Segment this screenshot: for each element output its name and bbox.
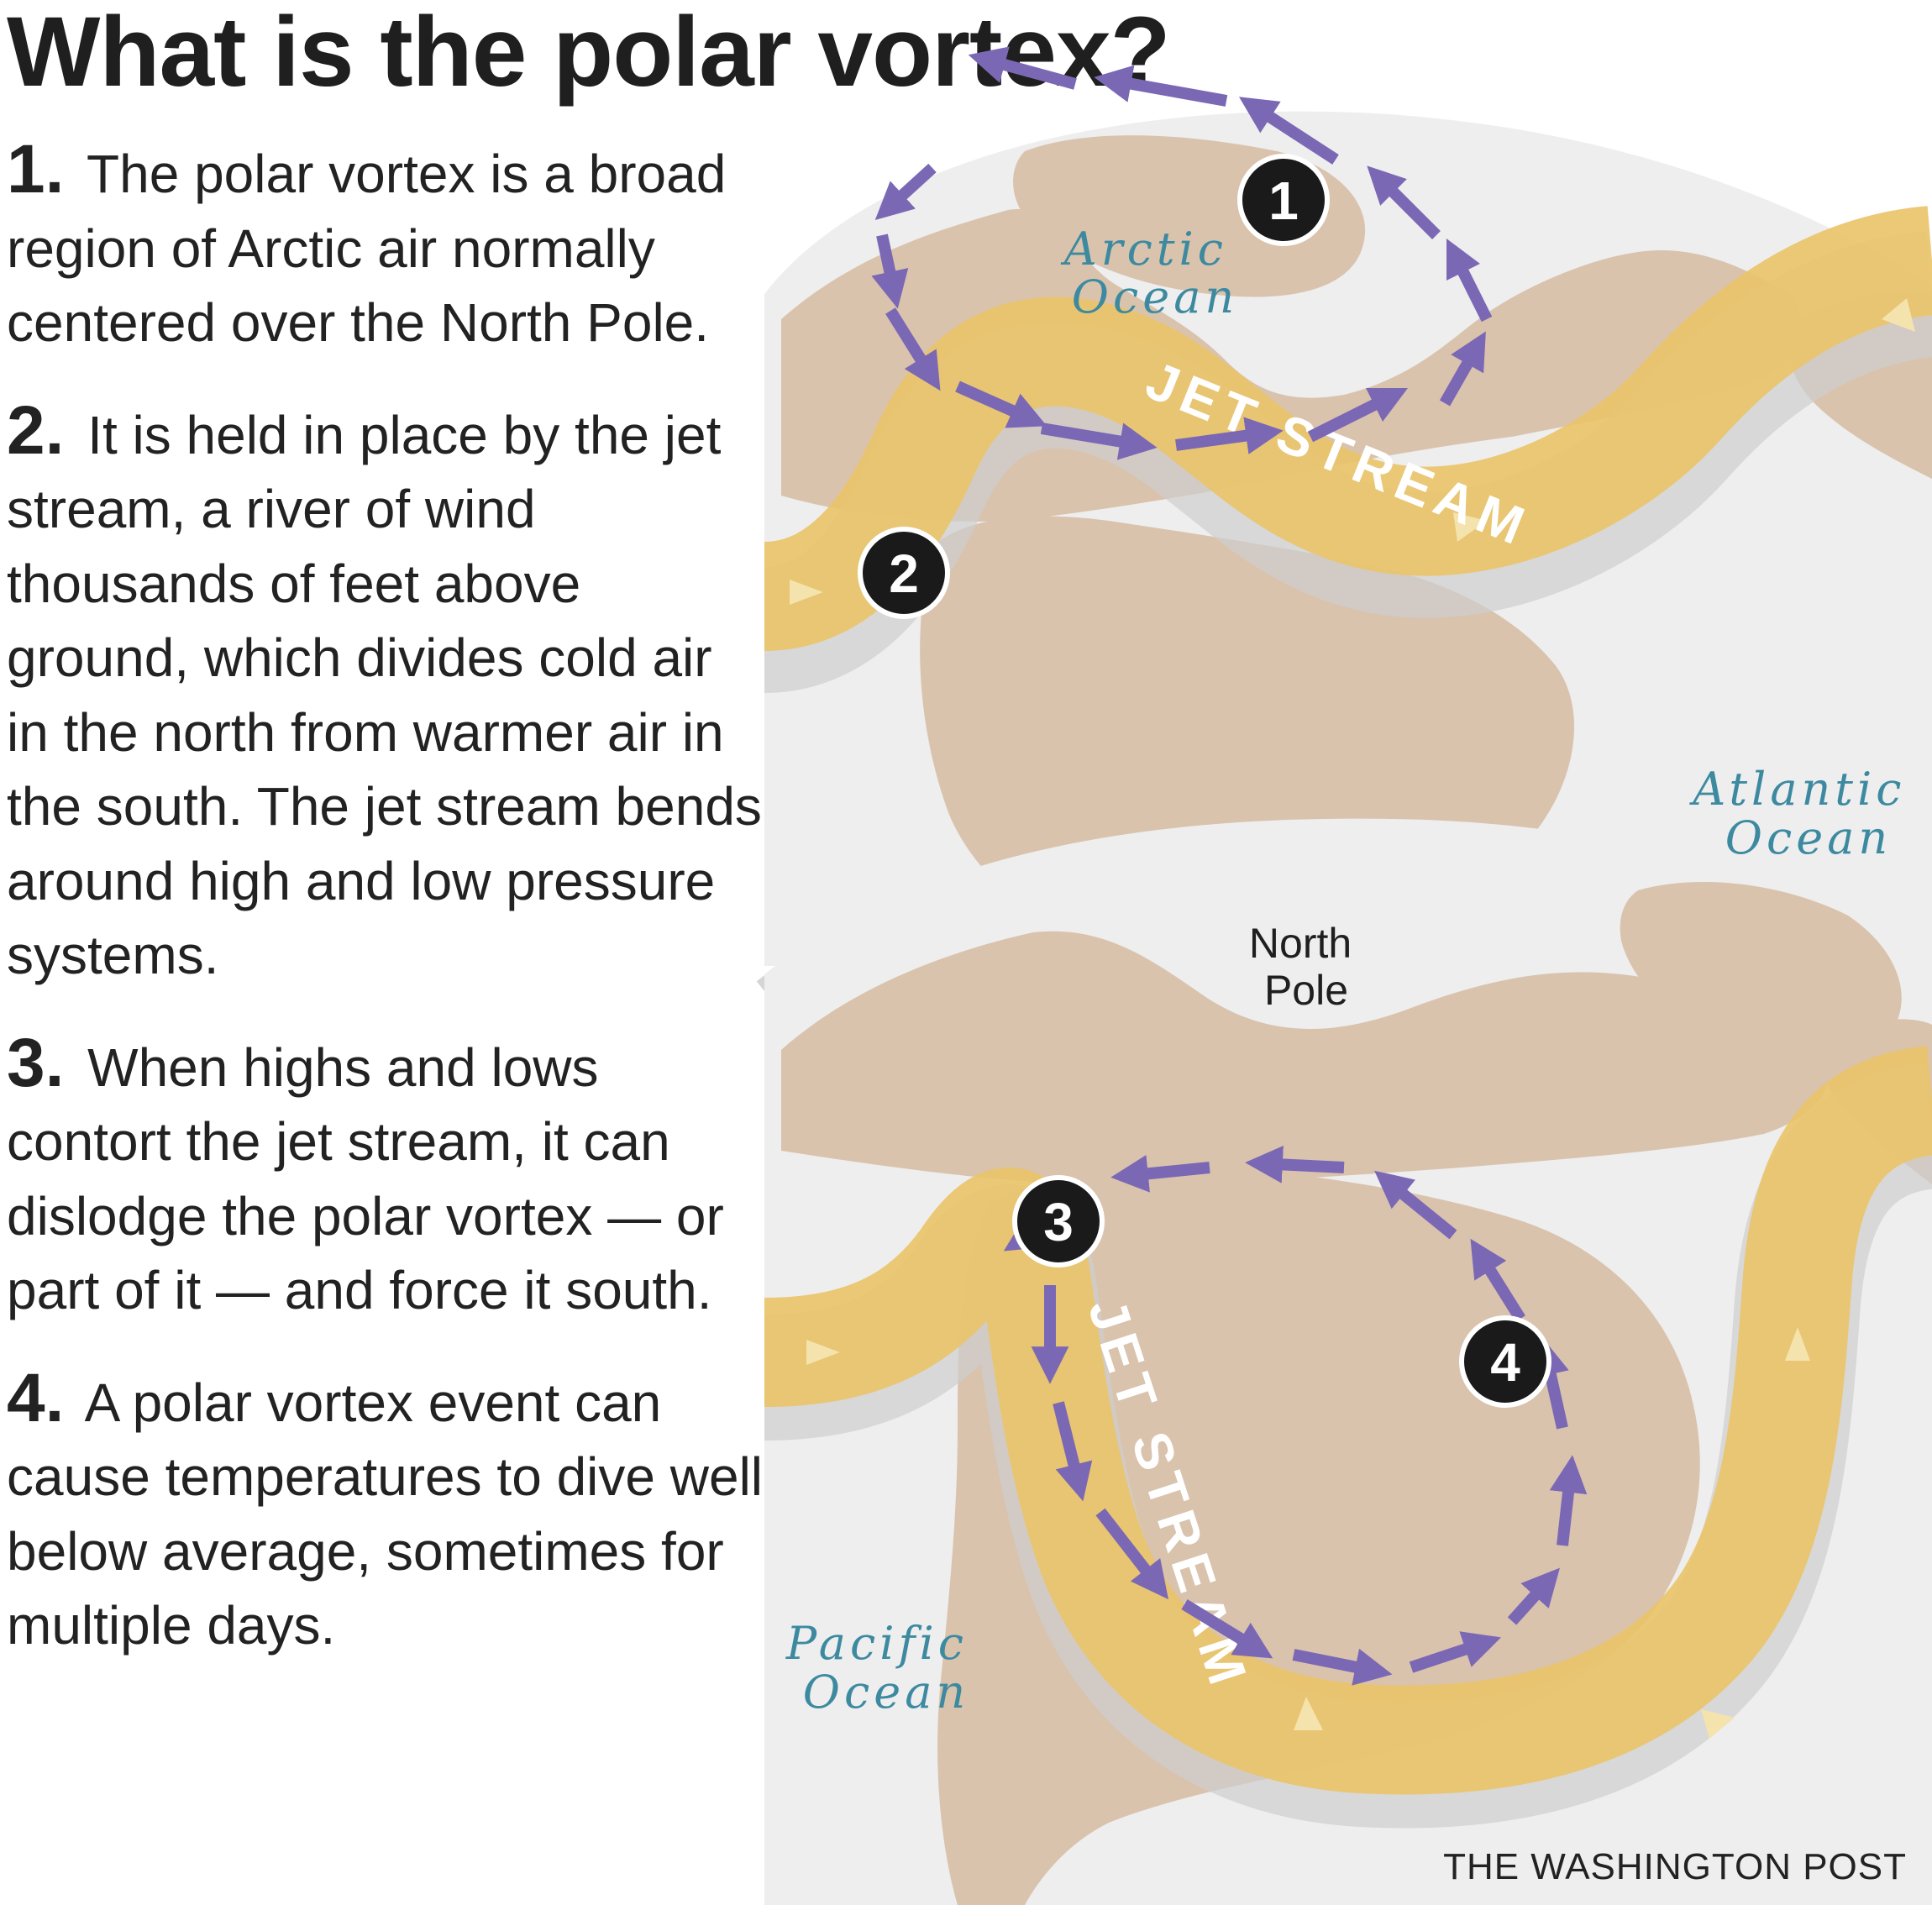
arctic-ocean-label-line1: Arctic <box>1060 223 1227 276</box>
pacific-ocean-label-line2: Ocean <box>803 1666 969 1719</box>
step-number: 2. <box>7 391 65 469</box>
jet-flow-arrow <box>806 1340 840 1365</box>
step-number: 1. <box>7 131 65 207</box>
top-vortex-arrows <box>871 46 1493 460</box>
vortex-arrow <box>1040 422 1158 460</box>
bottom-jet-stream-band <box>764 1046 1932 1795</box>
vortex-arrow <box>1181 1599 1273 1659</box>
vortex-arrow <box>968 46 1077 90</box>
arctic-ocean-label-line2: Ocean <box>1072 270 1238 323</box>
badge-1: 1 <box>1237 154 1330 246</box>
badge-number: 3 <box>1043 1192 1074 1252</box>
top-jet-stream-band <box>761 206 1932 651</box>
step-number: 4. <box>7 1359 65 1436</box>
jet-flow-arrow <box>790 580 823 605</box>
north-pole-label-line2: Pole <box>1264 967 1348 1014</box>
vortex-arrow <box>1470 1238 1525 1322</box>
vortex-arrow <box>1110 1155 1210 1193</box>
vortex-arrow <box>1549 1455 1588 1546</box>
jet-flow-arrow <box>1294 1697 1323 1730</box>
vortex-arrow <box>1245 1145 1345 1183</box>
badge-number: 2 <box>889 543 919 604</box>
step-text: When highs and lows contort the jet stre… <box>7 1036 724 1321</box>
vortex-arrow <box>1053 1401 1093 1502</box>
vortex-arrow <box>1095 1508 1169 1600</box>
pacific-ocean-label-line1: Pacific <box>785 1617 968 1670</box>
north-pole-label-line1: North <box>1249 920 1352 967</box>
vortex-arrow <box>1446 238 1493 323</box>
step-text: The polar vortex is a broad region of Ar… <box>7 144 727 353</box>
vortex-arrow <box>1238 97 1339 165</box>
step-text: A polar vortex event can cause temperatu… <box>7 1372 763 1656</box>
bottom-map: JET STREAM North Pole <box>756 763 1932 1905</box>
arctic-ocean-label: Arctic Ocean <box>1060 223 1246 323</box>
atlantic-ocean-label-line1: Atlantic <box>1688 763 1905 816</box>
source-credit: THE WASHINGTON POST <box>1443 1846 1907 1887</box>
step-2: 2. It is held in place by the jet stream… <box>7 391 763 993</box>
step-text: It is held in place by the jet stream, a… <box>7 404 762 986</box>
step-4: 4. A polar vortex event can cause temper… <box>7 1359 763 1663</box>
vortex-arrow <box>885 307 941 391</box>
badge-number: 4 <box>1490 1332 1520 1393</box>
vortex-arrow <box>1374 1170 1457 1240</box>
vortex-arrow <box>1439 331 1486 407</box>
jet-flow-arrow <box>1785 1327 1810 1361</box>
bottom-land-greenland <box>1620 882 1902 1060</box>
vortex-arrow <box>1367 165 1441 239</box>
badge-number: 1 <box>1268 171 1299 231</box>
jet-flow-arrow <box>1701 1709 1735 1739</box>
explanation-steps: 1. The polar vortex is a broad region of… <box>7 131 763 1697</box>
vortex-arrow <box>1292 1648 1393 1686</box>
atlantic-ocean-label: Atlantic Ocean <box>1688 763 1924 864</box>
maps-svg: JET STREAM Arctic Ocean <box>756 46 1932 1905</box>
vortex-arrow <box>1094 65 1228 107</box>
vortex-arrow <box>1175 417 1284 454</box>
vortex-arrow <box>1307 387 1409 443</box>
badge-3: 3 <box>1012 1175 1105 1267</box>
atlantic-ocean-label-line2: Ocean <box>1725 811 1892 864</box>
jet-flow-arrow <box>1453 512 1487 542</box>
pacific-ocean-label: Pacific Ocean <box>785 1617 986 1719</box>
jet-flow-arrow <box>1882 298 1915 332</box>
step-1: 1. The polar vortex is a broad region of… <box>7 131 763 360</box>
vortex-arrow <box>874 163 937 221</box>
top-map: JET STREAM Arctic Ocean <box>761 46 1932 966</box>
vortex-arrow <box>955 380 1047 428</box>
vortex-arrow <box>1409 1631 1502 1673</box>
map-illustrations: JET STREAM Arctic Ocean <box>756 42 1932 1905</box>
badge-2: 2 <box>858 527 950 619</box>
badge-4: 4 <box>1459 1315 1551 1408</box>
north-pole-label: North Pole <box>1249 920 1363 1014</box>
vortex-arrow <box>871 234 909 309</box>
step-number: 3. <box>7 1024 65 1101</box>
vortex-arrow <box>1507 1567 1560 1625</box>
step-3: 3. When highs and lows contort the jet s… <box>7 1026 763 1328</box>
bottom-land-arctic <box>781 931 1829 1184</box>
